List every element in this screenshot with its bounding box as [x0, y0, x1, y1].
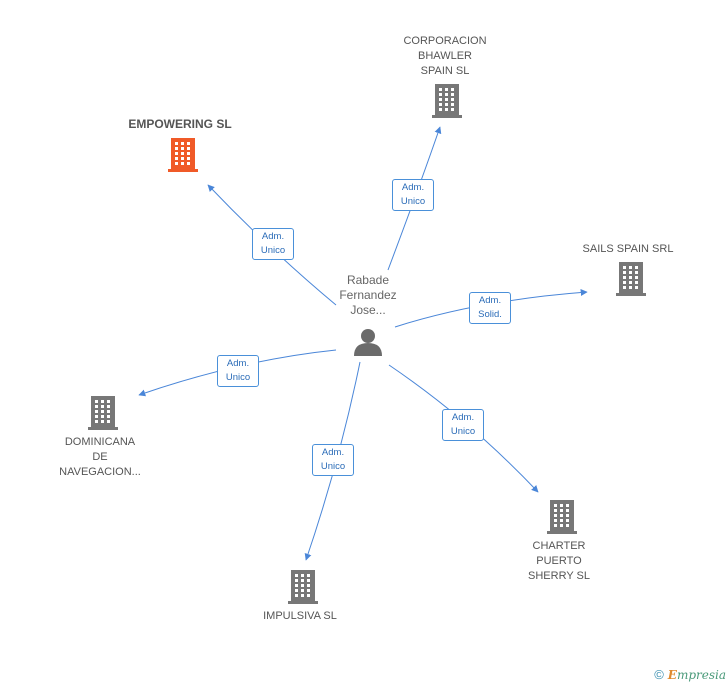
relation-label-line: Adm.	[226, 358, 250, 369]
building-icon	[432, 84, 462, 118]
relation-label-line: Adm.	[401, 182, 425, 193]
company-node-corporacion-line: SPAIN SL	[420, 65, 470, 77]
company-node-dominicana-line: DE	[92, 451, 108, 463]
building-icon	[616, 262, 646, 296]
relation-badge-dominicana[interactable]: Adm. Unico	[217, 355, 259, 387]
brand-rest: mpresia	[676, 668, 726, 682]
person-icon	[354, 329, 382, 356]
relation-badge-impulsiva[interactable]: Adm. Unico	[312, 444, 354, 476]
brand-initial: E	[667, 668, 677, 682]
company-node-corporacion[interactable]: CORPORACION BHAWLER SPAIN SL	[403, 34, 486, 79]
company-node-dominicana[interactable]: DOMINICANA DE NAVEGACION...	[59, 435, 141, 480]
company-node-sails-line: SAILS SPAIN SRL	[582, 243, 674, 255]
relation-label-line: Unico	[450, 426, 476, 437]
company-node-dominicana-line: NAVEGACION...	[59, 466, 141, 478]
relation-badge-corporacion[interactable]: Adm. Unico	[392, 179, 434, 211]
company-node-empowering[interactable]: EMPOWERING SL	[128, 117, 231, 132]
company-node-charter-line: CHARTER	[532, 540, 586, 552]
center-person-name-line: Jose...	[350, 303, 386, 317]
relation-label-line: Adm.	[451, 412, 475, 423]
building-icon	[547, 500, 577, 534]
company-node-charter-line: PUERTO	[536, 555, 582, 567]
building-icon	[168, 138, 198, 172]
relation-label-line: Unico	[400, 196, 426, 207]
empresia-logo: ©Empresia	[654, 667, 726, 682]
relation-badge-charter[interactable]: Adm. Unico	[442, 409, 484, 441]
company-node-charter-line: SHERRY SL	[528, 570, 590, 582]
center-person-name-line: Fernandez	[339, 288, 397, 302]
relation-badge-empowering[interactable]: Adm. Unico	[252, 228, 294, 260]
relation-label-line: Adm.	[478, 295, 502, 306]
relation-label-line: Unico	[260, 245, 286, 256]
company-node-impulsiva[interactable]: IMPULSIVA SL	[263, 609, 337, 624]
building-icon	[88, 396, 118, 430]
copyright-symbol: ©	[654, 667, 664, 682]
center-person-name-line: Rabade	[346, 273, 390, 287]
relation-badge-sails[interactable]: Adm. Solid.	[469, 292, 511, 324]
relation-label-line: Unico	[225, 372, 251, 383]
relation-label-line: Adm.	[261, 231, 285, 242]
company-node-corporacion-line: BHAWLER	[418, 50, 472, 62]
building-icon	[288, 570, 318, 604]
company-node-sails[interactable]: SAILS SPAIN SRL	[583, 242, 674, 257]
relation-label-line: Solid.	[478, 309, 502, 320]
company-node-empowering-line: EMPOWERING SL	[128, 117, 232, 131]
company-node-corporacion-line: CORPORACION	[403, 35, 487, 47]
company-node-dominicana-line: DOMINICANA	[64, 436, 136, 448]
relation-label-line: Adm.	[321, 447, 345, 458]
company-node-charter[interactable]: CHARTER PUERTO SHERRY SL	[528, 539, 590, 584]
relation-label-line: Unico	[320, 461, 346, 472]
company-node-impulsiva-line: IMPULSIVA SL	[263, 610, 337, 622]
